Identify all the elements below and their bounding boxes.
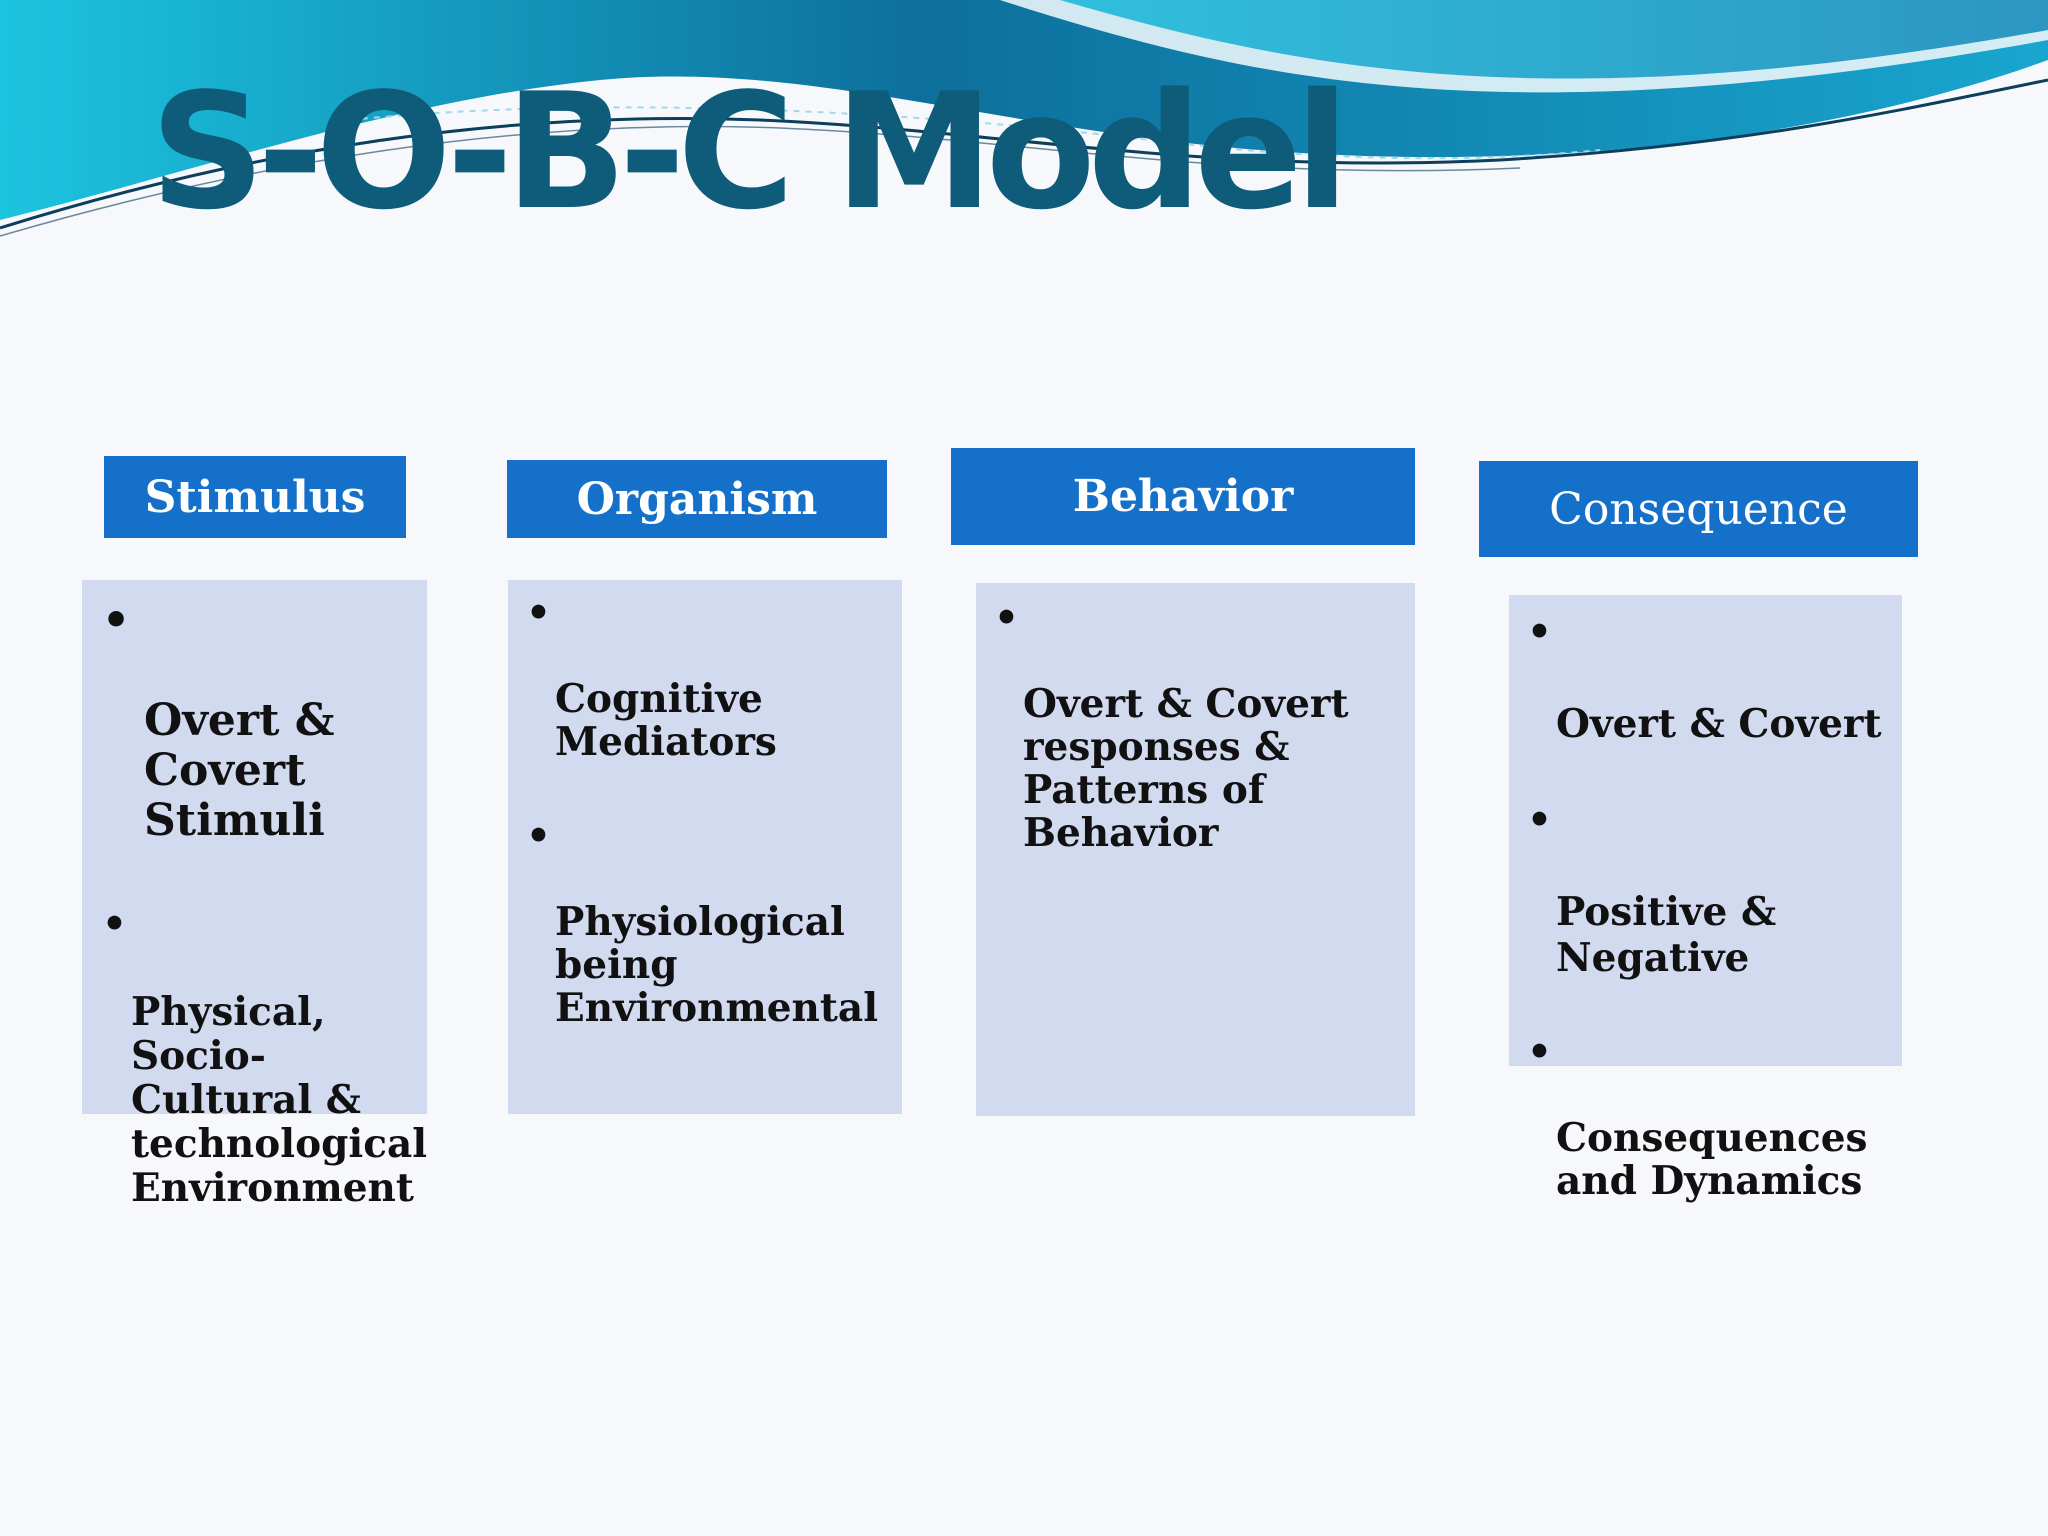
content-box-organism: • Cognitive Mediators • Physiological be… bbox=[508, 580, 902, 1114]
list-item-text: Overt & Covert responses & Patterns of B… bbox=[1023, 681, 1349, 856]
list-item-text: Overt & Covert Stimuli bbox=[144, 695, 335, 846]
list-item-text: Physical, Socio- Cultural & technologica… bbox=[131, 989, 428, 1211]
content-box-behavior: • Overt & Covert responses & Patterns of… bbox=[976, 583, 1415, 1116]
list-item: • Cognitive Mediators bbox=[526, 592, 902, 807]
list-item-text: Consequences and Dynamics bbox=[1556, 1115, 1868, 1204]
bullet-icon: • bbox=[1527, 1029, 1552, 1075]
slide-title: S-O-B-C Model bbox=[150, 58, 1350, 245]
header-behavior: Behavior bbox=[951, 448, 1415, 545]
header-consequence: Consequence bbox=[1479, 461, 1918, 557]
list-item: • Consequences and Dynamics bbox=[1527, 1031, 1902, 1246]
list-item: • Physical, Socio- Cultural & technologi… bbox=[102, 902, 427, 1254]
list-item: • Overt & Covert Stimuli bbox=[102, 596, 427, 896]
bullet-icon: • bbox=[1527, 609, 1552, 655]
organism-list: • Cognitive Mediators • Physiological be… bbox=[526, 592, 902, 1073]
list-item: • Positive & Negative bbox=[1527, 797, 1902, 1027]
list-item: • Overt & Covert responses & Patterns of… bbox=[994, 597, 1415, 898]
list-item-text: Positive & Negative bbox=[1556, 889, 1777, 981]
content-box-stimulus: • Overt & Covert Stimuli • Physical, Soc… bbox=[82, 580, 427, 1210]
bullet-icon: • bbox=[526, 590, 551, 636]
background-wave-decoration bbox=[0, 0, 2048, 237]
content-box-consequence: • Overt & Covert • Positive & Negative •… bbox=[1509, 595, 1902, 1203]
list-item-text: Overt & Covert bbox=[1556, 701, 1882, 747]
header-stimulus: Stimulus bbox=[104, 456, 406, 538]
list-item-text: Physiological being Environmental bbox=[555, 899, 879, 1031]
list-item-text: Cognitive Mediators bbox=[555, 676, 777, 765]
header-organism: Organism bbox=[507, 460, 887, 538]
consequence-list: • Overt & Covert • Positive & Negative •… bbox=[1527, 609, 1902, 1246]
list-item: • Physiological being Environmental bbox=[526, 815, 902, 1073]
bullet-icon: • bbox=[102, 595, 131, 646]
bullet-icon: • bbox=[526, 813, 551, 859]
bullet-icon: • bbox=[994, 595, 1019, 641]
behavior-list: • Overt & Covert responses & Patterns of… bbox=[994, 597, 1415, 898]
bullet-icon: • bbox=[1527, 797, 1552, 843]
stimulus-list: • Overt & Covert Stimuli • Physical, Soc… bbox=[102, 596, 427, 1254]
bullet-icon: • bbox=[102, 901, 127, 947]
list-item: • Overt & Covert bbox=[1527, 609, 1902, 793]
